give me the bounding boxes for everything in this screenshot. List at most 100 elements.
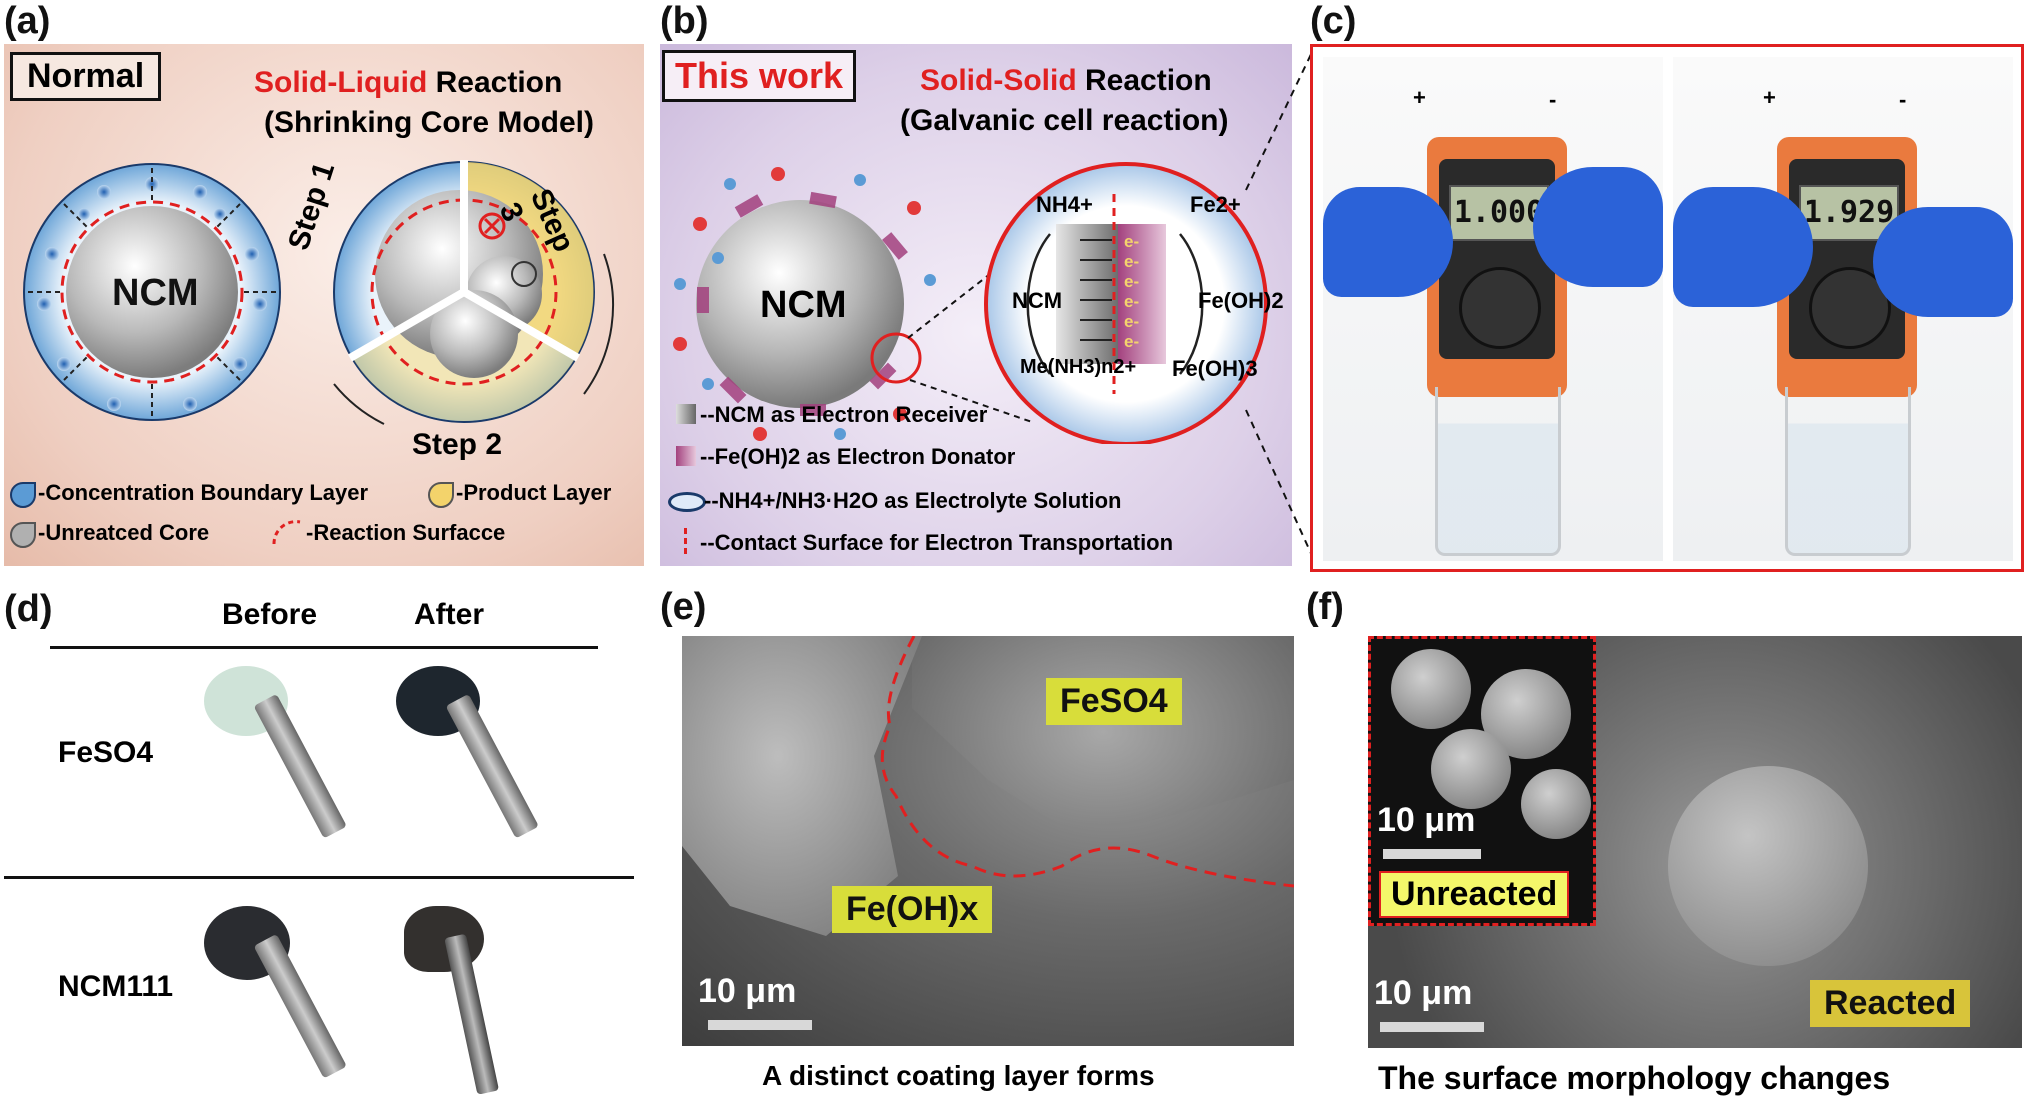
legend-electrolyte-swatch bbox=[668, 492, 706, 512]
tag-reacted: Reacted bbox=[1810, 980, 1971, 1027]
legend-surface-swatch bbox=[272, 520, 301, 545]
legend-core-swatch bbox=[10, 522, 36, 548]
scale-text-f: 10 μm bbox=[1374, 974, 1473, 1012]
inset-scale-bar bbox=[1383, 849, 1481, 859]
multimeter-body: 1.000 bbox=[1427, 137, 1567, 397]
glove-left bbox=[1673, 187, 1813, 307]
panel-f-label: (f) bbox=[1306, 586, 1344, 628]
boundary-dashed-line bbox=[880, 636, 1294, 888]
multimeter-photo-right: 1.929 + - bbox=[1673, 57, 2013, 561]
legend-donator-swatch bbox=[676, 446, 696, 466]
tag-unreacted: Unreacted bbox=[1379, 871, 1570, 918]
panel-a-title: Solid-Liquid Reaction bbox=[254, 66, 562, 100]
scale-bar-e bbox=[708, 1020, 812, 1030]
panel-a: Normal Solid-Liquid Reaction (Shrinking … bbox=[4, 44, 644, 566]
panel-b-diagram bbox=[673, 162, 1268, 444]
minus-sign-left: - bbox=[1549, 87, 1557, 112]
sem-image-e: FeSO4 Fe(OH)x 10 μm bbox=[682, 636, 1294, 1046]
electron-label: e- bbox=[1124, 332, 1140, 351]
col-before: Before bbox=[222, 598, 318, 631]
minus-sign-right: - bbox=[1899, 87, 1907, 112]
legend-core-text: -Unreatced Core bbox=[38, 520, 210, 545]
legend-boundary-swatch bbox=[10, 482, 36, 508]
tweezers bbox=[253, 933, 347, 1079]
scale-text-e: 10 μm bbox=[698, 972, 797, 1010]
tag-reacted-text: Reacted bbox=[1824, 984, 1957, 1022]
electron-stack: e- e- e- e- e- e- bbox=[1124, 232, 1154, 352]
panel-a-title-black: Reaction bbox=[427, 66, 563, 99]
electron-label: e- bbox=[1124, 292, 1140, 311]
inset-unreacted: 10 μm Unreacted bbox=[1368, 636, 1596, 926]
glove-left bbox=[1323, 187, 1453, 297]
panel-b-subtitle: (Galvanic cell reaction) bbox=[900, 104, 1229, 137]
table-rule-mid bbox=[4, 876, 634, 879]
panel-b-label: (b) bbox=[660, 0, 709, 42]
plus-sign-right: + bbox=[1763, 85, 1776, 110]
inset-scale-text: 10 μm bbox=[1377, 801, 1476, 839]
col-after: After bbox=[414, 598, 485, 631]
tag-feohx: Fe(OH)x bbox=[832, 886, 993, 933]
fe2-label: Fe2+ bbox=[1190, 192, 1241, 217]
panel-a-badge: Normal bbox=[10, 52, 162, 101]
electron-label: e- bbox=[1124, 272, 1140, 291]
feoh3-label: Fe(OH)3 bbox=[1172, 356, 1258, 381]
glove-right bbox=[1873, 207, 2013, 317]
lcd-reading-right: 1.929 bbox=[1803, 195, 1895, 230]
tag-unreacted-text: Unreacted bbox=[1391, 875, 1558, 913]
feoh2-donor-bar bbox=[1118, 224, 1166, 364]
row-feso4: FeSO4 bbox=[58, 736, 154, 769]
table-rule-top bbox=[50, 646, 598, 649]
panel-d: Before After FeSO4 NCM111 bbox=[4, 590, 634, 1107]
ncm-receiver-bar bbox=[1056, 224, 1118, 364]
legend-receiver-swatch bbox=[676, 404, 696, 424]
legend-receiver-text: --NCM as Electron Receiver bbox=[700, 402, 988, 427]
beaker bbox=[1435, 387, 1561, 556]
panel-b-title-black: Reaction bbox=[1076, 64, 1212, 97]
beaker bbox=[1785, 387, 1911, 556]
plus-sign-left: + bbox=[1413, 85, 1426, 110]
panel-b-badge: This work bbox=[662, 50, 857, 102]
nh4-label: NH4+ bbox=[1036, 192, 1093, 217]
panel-b-title: Solid-Solid Reaction bbox=[920, 64, 1212, 98]
me-label: Me(NH3)n2+ bbox=[1020, 356, 1137, 378]
legend-contact-text: --Contact Surface for Electron Transport… bbox=[700, 530, 1174, 555]
sem-image-f: 10 μm Unreacted 10 μm Reacted bbox=[1368, 636, 2022, 1048]
legend-boundary-text: -Concentration Boundary Layer bbox=[38, 480, 369, 505]
multimeter-photo-left: 1.000 + - bbox=[1323, 57, 1663, 561]
panel-b-title-red: Solid-Solid bbox=[920, 64, 1077, 97]
unreacted-core bbox=[66, 206, 238, 378]
legend-surface-text: -Reaction Surfacce bbox=[306, 520, 506, 545]
legend-electrolyte-text: --NH4+/NH3·H2O as Electrolyte Solution bbox=[704, 488, 1122, 513]
panel-b: This work Solid-Solid Reaction (Galvanic… bbox=[660, 44, 1292, 566]
electron-label: e- bbox=[1124, 232, 1140, 251]
panel-a-title-red: Solid-Liquid bbox=[254, 66, 428, 99]
tweezers bbox=[445, 693, 539, 839]
tag-feso4: FeSO4 bbox=[1046, 678, 1182, 725]
legend-product-text: -Product Layer bbox=[456, 480, 612, 505]
reacted-sphere bbox=[1668, 766, 1868, 966]
feoh2-label: Fe(OH)2 bbox=[1198, 288, 1284, 313]
panel-a-subtitle: (Shrinking Core Model) bbox=[264, 106, 594, 139]
legend-product-swatch bbox=[428, 482, 454, 508]
panel-a-core-label: NCM bbox=[112, 272, 199, 314]
electron-label: e- bbox=[1124, 252, 1140, 271]
step2-label: Step 2 bbox=[412, 428, 503, 461]
panel-c-label: (c) bbox=[1310, 0, 1357, 42]
tweezers bbox=[253, 693, 347, 839]
scale-bar-f bbox=[1380, 1022, 1484, 1032]
legend-donator-text: --Fe(OH)2 as Electron Donator bbox=[700, 444, 1016, 469]
panel-e-label: (e) bbox=[660, 586, 707, 628]
ncm-sphere bbox=[696, 200, 904, 408]
panel-c: 1.000 + - 1.929 + - bbox=[1310, 44, 2024, 572]
lcd-reading-left: 1.000 bbox=[1453, 195, 1545, 230]
electron-label: e- bbox=[1124, 312, 1140, 331]
panel-d-label: (d) bbox=[4, 588, 53, 630]
panel-b-core-label: NCM bbox=[760, 284, 847, 326]
row-ncm111: NCM111 bbox=[58, 970, 174, 1003]
ncm-small-label: NCM bbox=[1012, 288, 1063, 313]
reaction-surface bbox=[60, 200, 244, 384]
tag-feohx-text: Fe(OH)x bbox=[846, 890, 979, 928]
caption-f: The surface morphology changes bbox=[1378, 1060, 1891, 1096]
lcd-display: 1.000 bbox=[1449, 185, 1549, 241]
tag-feso4-text: FeSO4 bbox=[1060, 682, 1168, 720]
